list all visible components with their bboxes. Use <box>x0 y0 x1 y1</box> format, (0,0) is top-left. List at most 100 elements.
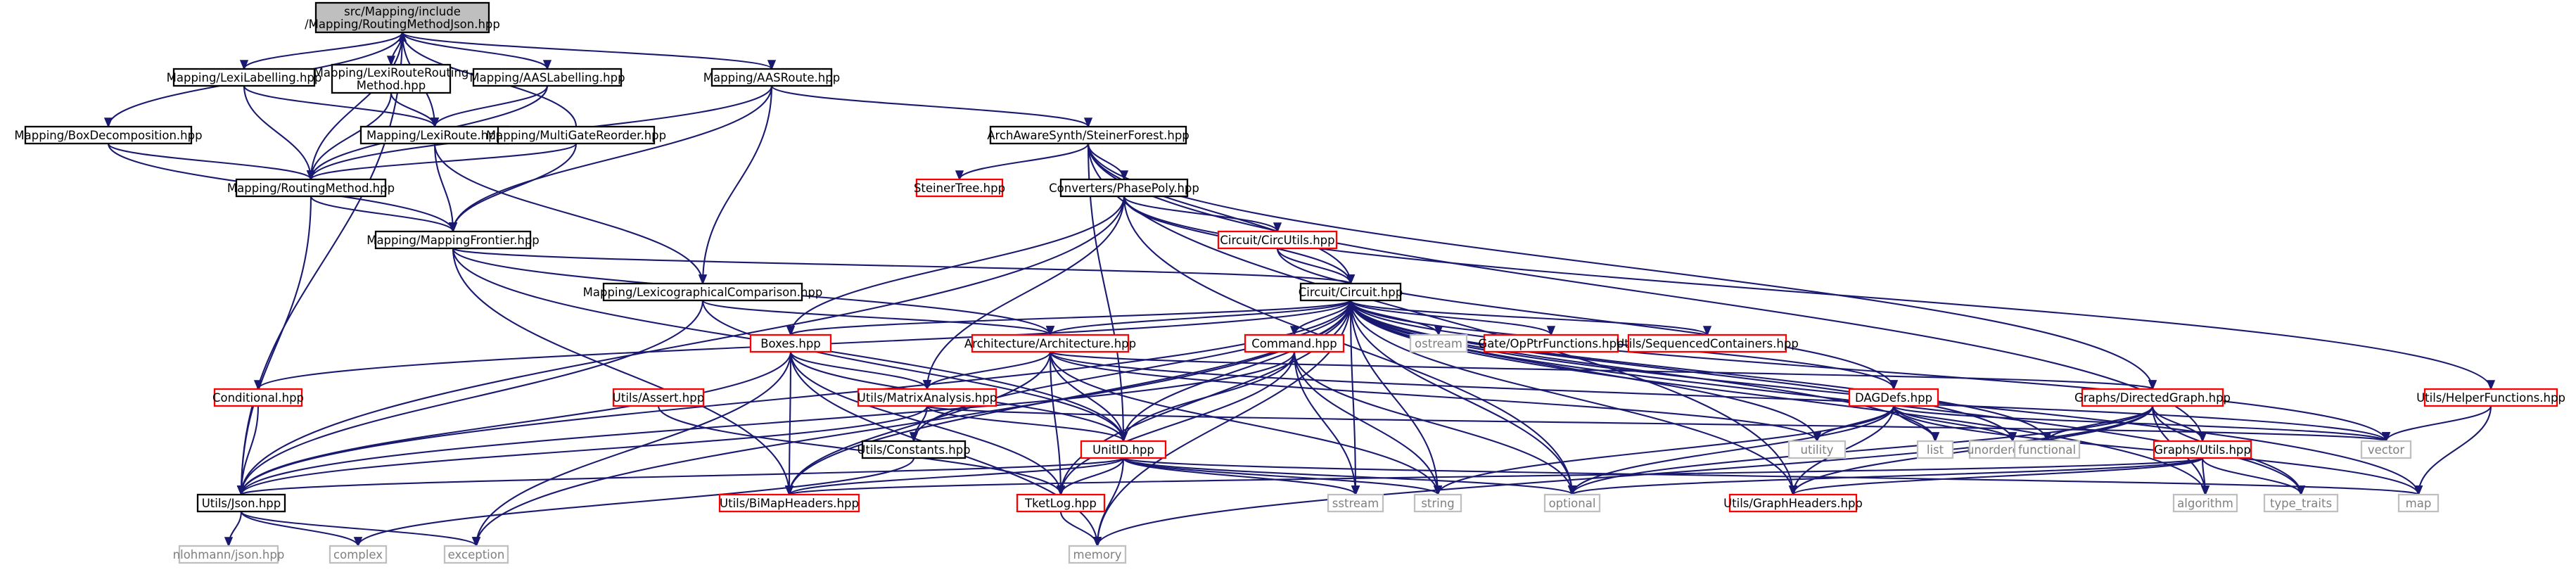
node-complex[interactable]: complex <box>329 545 388 564</box>
node-exception[interactable]: exception <box>443 545 509 564</box>
node-boxdec[interactable]: Mapping/BoxDecomposition.hpp <box>14 125 203 145</box>
edge-multigate-to-mappingfrontier <box>448 143 578 233</box>
edge-utilsjson-to-exception <box>240 511 481 547</box>
node-circutils[interactable]: Circuit/CircUtils.hpp <box>1217 230 1338 250</box>
edge-circuit-to-boxes <box>786 300 1352 336</box>
edge-routingmethod-to-mappingfrontier <box>310 196 458 233</box>
node-type_traits[interactable]: type_traits <box>2263 493 2339 513</box>
node-label: Conditional.hpp <box>212 391 304 405</box>
node-box <box>2172 493 2238 513</box>
node-vector[interactable]: vector <box>2360 440 2412 459</box>
node-steinertree[interactable]: SteinerTree.hpp <box>914 178 1005 198</box>
edge-utilsjson-to-complex <box>240 511 363 547</box>
node-helperfunctions[interactable]: Utils/HelperFunctions.hpp <box>2416 388 2565 407</box>
node-box <box>497 125 656 145</box>
node-graphheaders[interactable]: Utils/GraphHeaders.hpp <box>1723 493 1863 513</box>
node-label: Command.hpp <box>1251 337 1337 350</box>
node-box <box>24 125 193 145</box>
node-tketlog[interactable]: TketLog.hpp <box>1016 493 1106 513</box>
node-functional[interactable]: functional <box>2013 440 2081 459</box>
node-label: vector <box>2368 443 2405 457</box>
edge-unitid-to-sstream <box>1122 457 1360 496</box>
node-lexilab[interactable]: Mapping/LexiLabelling.hpp <box>167 68 322 87</box>
node-graphsutils[interactable]: Graphs/Utils.hpp <box>2153 440 2252 459</box>
node-unitid[interactable]: UnitID.hpp <box>1080 440 1167 459</box>
node-ostream[interactable]: ostream <box>1409 333 1468 353</box>
node-optional[interactable]: optional <box>1543 493 1601 513</box>
edge-command-to-sstream <box>1293 351 1360 496</box>
node-box <box>2153 440 2252 459</box>
edge-architecture-to-string <box>1049 351 1443 496</box>
node-map[interactable]: map <box>2397 493 2440 513</box>
node-steinerforest[interactable]: ArchAwareSynth/SteinerForest.hpp <box>987 125 1190 145</box>
node-box <box>329 545 388 564</box>
node-label: Mapping/AASRoute.hpp <box>703 71 840 84</box>
edge-lexicomp-to-architecture <box>701 300 1055 336</box>
edge-dagdefs-to-list <box>1892 405 1940 443</box>
node-label: type_traits <box>2270 497 2332 511</box>
node-box <box>1016 493 1106 513</box>
edge-steinerforest-to-graphsutils <box>1087 143 2207 443</box>
node-command[interactable]: Command.hpp <box>1244 333 1345 353</box>
node-matrixanalysis[interactable]: Utils/MatrixAnalysis.hpp <box>857 388 997 407</box>
node-constants[interactable]: Utils/Constants.hpp <box>857 440 971 459</box>
node-nlohmann[interactable]: nlohmann/json.hpp <box>173 545 285 564</box>
node-dagdefs[interactable]: DAGDefs.hpp <box>1848 388 1939 407</box>
node-sstream[interactable]: sstream <box>1327 493 1384 513</box>
node-memory[interactable]: memory <box>1068 545 1127 564</box>
edge-architecture-to-directedgraph <box>1049 351 2157 390</box>
node-label: Mapping/LexiLabelling.hpp <box>167 71 322 84</box>
node-utility[interactable]: utility <box>1787 440 1847 459</box>
edge-architecture-to-tketlog <box>1049 351 1066 496</box>
node-utilsassert[interactable]: Utils/Assert.hpp <box>613 388 704 407</box>
node-string[interactable]: string <box>1413 493 1462 513</box>
node-circuit[interactable]: Circuit/Circuit.hpp <box>1299 282 1403 302</box>
node-list[interactable]: list <box>1916 440 1954 459</box>
nodes-layer: src/Mapping/include/Mapping/RoutingMetho… <box>14 1 2565 564</box>
node-boxes[interactable]: Boxes.hpp <box>749 333 832 353</box>
node-root[interactable]: src/Mapping/include/Mapping/RoutingMetho… <box>305 1 500 34</box>
node-box <box>2423 388 2558 407</box>
edge-helperfunctions-to-vector <box>2381 405 2492 443</box>
node-utilsjson[interactable]: Utils/Json.hpp <box>196 493 286 513</box>
node-aaslab[interactable]: Mapping/AASLabelling.hpp <box>469 68 625 87</box>
node-box <box>374 230 532 250</box>
node-conditional[interactable]: Conditional.hpp <box>212 388 304 407</box>
edge-circuit-to-gateopptr <box>1349 300 1556 336</box>
node-label: DAGDefs.hpp <box>1855 391 1932 405</box>
node-box <box>178 545 279 564</box>
node-label: exception <box>448 548 505 561</box>
edge-phasepoly-to-helperfunctions <box>1123 196 2496 390</box>
node-aasroute[interactable]: Mapping/AASRoute.hpp <box>703 68 840 87</box>
node-box <box>1627 333 1787 353</box>
edge-graphsutils-to-type_traits <box>2201 457 2306 496</box>
node-algorithm[interactable]: algorithm <box>2172 493 2238 513</box>
node-label: Mapping/LexiRoute.hpp <box>366 129 503 142</box>
node-box <box>1299 282 1402 302</box>
node-phasepoly[interactable]: Converters/PhasePoly.hpp <box>1049 178 1199 198</box>
node-box <box>718 493 860 513</box>
node-mappingfrontier[interactable]: Mapping/MappingFrontier.hpp <box>366 230 540 250</box>
node-label: Circuit/CircUtils.hpp <box>1220 234 1334 247</box>
edge-aasroute-to-steinerforest <box>770 85 1093 128</box>
edge-unitid-to-tketlog <box>1056 457 1125 496</box>
node-label: SteinerTree.hpp <box>914 182 1005 195</box>
node-lexicomp[interactable]: Mapping/LexicographicalComparison.hpp <box>583 282 823 302</box>
edge-root-to-aasroute <box>401 32 777 70</box>
node-box <box>1327 493 1384 513</box>
node-bimap[interactable]: Utils/BiMapHeaders.hpp <box>718 493 860 513</box>
edge-graphsutils-to-optional <box>1567 457 2204 496</box>
edge-unitid-to-map <box>1122 457 2423 496</box>
node-label: Utils/BiMapHeaders.hpp <box>720 497 859 510</box>
node-seqcont[interactable]: Utils/SequencedContainers.hpp <box>1616 333 1799 353</box>
node-multigate[interactable]: Mapping/MultiGateReorder.hpp <box>486 125 666 145</box>
node-architecture[interactable]: Architecture/Architecture.hpp <box>964 333 1136 353</box>
node-box <box>1787 440 1847 459</box>
node-routingmethod[interactable]: Mapping/RoutingMethod.hpp <box>227 178 395 198</box>
node-gateopptr[interactable]: Gate/OpPtrFunctions.hpp <box>1478 333 1624 353</box>
node-directedgraph[interactable]: Graphs/DirectedGraph.hpp <box>2074 388 2231 407</box>
node-label: Graphs/DirectedGraph.hpp <box>2074 391 2231 405</box>
edge-root-to-utilsjson <box>236 32 404 496</box>
node-box <box>857 388 997 407</box>
